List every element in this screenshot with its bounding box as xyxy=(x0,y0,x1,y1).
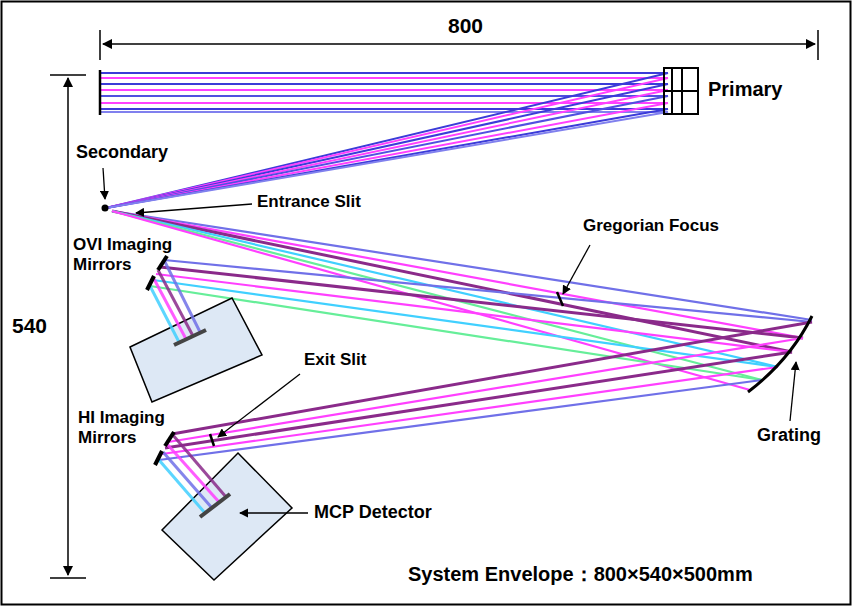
detector-beams xyxy=(172,434,226,497)
incoming-rays xyxy=(106,103,668,208)
detector-plate xyxy=(174,330,206,345)
ovi-rays xyxy=(150,260,812,380)
detector-housing xyxy=(162,453,292,580)
primary-mirror xyxy=(664,68,698,114)
leader-lines xyxy=(103,168,796,513)
dimension-lines xyxy=(67,78,69,575)
hi-rays xyxy=(172,322,812,434)
hi-rays xyxy=(159,380,762,460)
dimension-lines xyxy=(50,30,818,578)
detector-beams xyxy=(158,270,193,336)
leader-lines xyxy=(563,245,590,294)
focus-mark xyxy=(557,292,563,306)
imaging-mirrors xyxy=(165,432,174,446)
imaging-mirrors xyxy=(147,256,174,465)
part-label: Gregorian Focus xyxy=(583,216,719,236)
part-label: Exit Slit xyxy=(304,350,366,370)
secondary-mirror xyxy=(102,205,109,212)
detector-beams xyxy=(159,460,205,513)
leader-lines xyxy=(136,204,252,213)
detector-beams xyxy=(154,279,186,339)
part-label: Secondary xyxy=(76,142,168,163)
part-label: MCP Detector xyxy=(314,502,432,523)
primary-mirror xyxy=(664,90,698,92)
imaging-mirrors xyxy=(147,276,154,290)
imaging-mirrors xyxy=(155,451,162,465)
detector-housing xyxy=(130,298,262,402)
incoming-rays xyxy=(100,89,668,91)
incoming-rays xyxy=(106,96,668,208)
part-label: Primary xyxy=(708,78,783,101)
incoming-rays xyxy=(106,84,668,208)
grating xyxy=(748,316,812,392)
leader-lines xyxy=(240,512,308,513)
incoming-rays xyxy=(100,72,668,74)
leader-lines xyxy=(218,374,300,437)
incoming-rays xyxy=(106,78,668,208)
aperture xyxy=(99,70,102,115)
incoming-rays xyxy=(106,90,668,208)
dimension-lines xyxy=(103,43,815,45)
part-label: Entrance Slit xyxy=(257,192,361,212)
hi-rays xyxy=(165,352,792,448)
incoming-rays xyxy=(100,77,668,79)
detector-beams xyxy=(163,452,212,508)
envelope-note: System Envelope：800×540×500mm xyxy=(408,563,753,586)
hi-rays xyxy=(159,322,812,460)
dimension-lines xyxy=(99,30,101,60)
dimension-label: 540 xyxy=(12,314,47,338)
part-label: HI Imaging Mirrors xyxy=(78,408,176,447)
detector-beams xyxy=(150,260,226,513)
hi-rays xyxy=(162,367,778,454)
incoming-rays xyxy=(106,109,668,208)
primary-mirror xyxy=(664,68,698,114)
part-label: OVI Imaging Mirrors xyxy=(73,235,181,274)
detector-beams xyxy=(167,444,219,502)
incoming-rays xyxy=(100,73,668,208)
ovi-rays xyxy=(164,260,812,322)
incoming-rays xyxy=(106,73,668,208)
leader-lines xyxy=(790,362,796,421)
part-label: Grating xyxy=(757,425,821,446)
dimension-label: 800 xyxy=(448,14,483,38)
incoming-rays xyxy=(106,112,668,208)
dimension-lines xyxy=(817,30,819,60)
imaging-mirrors xyxy=(158,256,167,270)
detector-plate xyxy=(200,494,230,517)
dimension-lines xyxy=(50,577,86,579)
slit-mark xyxy=(210,434,214,446)
detector-plate xyxy=(174,330,230,517)
leader-lines xyxy=(103,168,105,199)
hi-rays xyxy=(168,338,803,442)
detector-beams xyxy=(150,286,179,342)
incoming-rays xyxy=(100,83,668,85)
dimension-lines xyxy=(50,74,86,76)
